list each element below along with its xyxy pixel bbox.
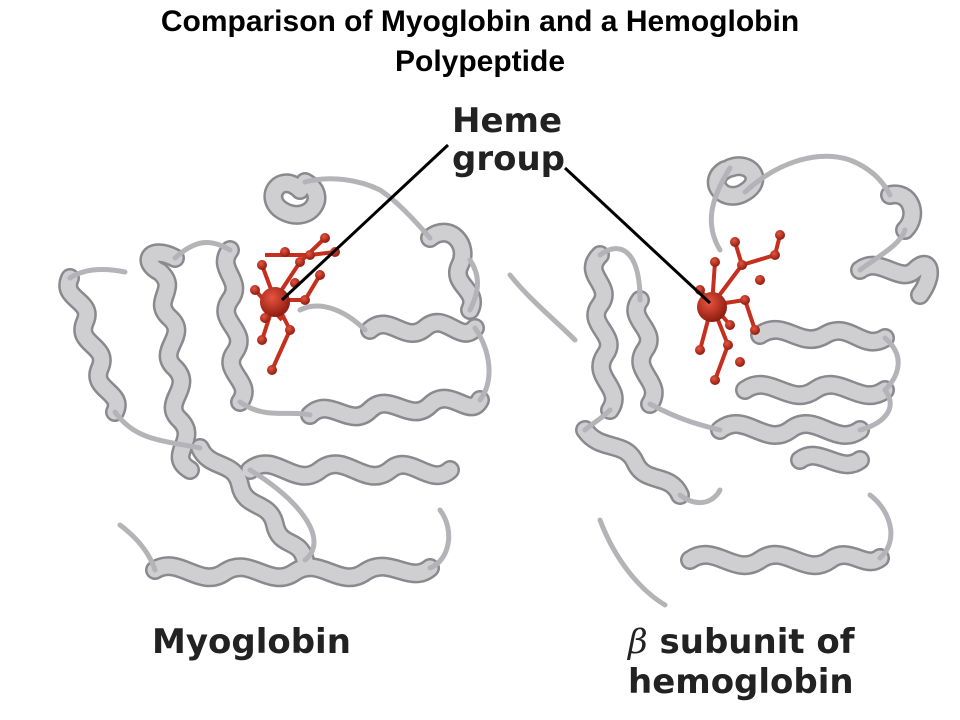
heme-label-line-2: group: [452, 139, 566, 179]
myoglobin-label: Myoglobin: [152, 622, 351, 662]
beta-subunit-label: β subunit of hemoglobin: [628, 622, 855, 702]
beta-heme-group: [695, 230, 785, 385]
heme-group-label: Heme group: [452, 102, 565, 178]
myoglobin-heme-group: [250, 233, 340, 375]
heme-label-line-1: Heme: [452, 101, 563, 141]
beta-subunit-ribbon: [507, 153, 940, 608]
title-line-1: Comparison of Myoglobin and a Hemoglobin: [160, 5, 800, 38]
figure-title: Comparison of Myoglobin and a Hemoglobin…: [0, 2, 960, 82]
title-line-2: Polypeptide: [394, 45, 566, 78]
beta-label-line-2: hemoglobin: [628, 662, 854, 702]
beta-label-line-1: subunit of: [659, 622, 855, 662]
myoglobin-label-text: Myoglobin: [152, 622, 351, 662]
myoglobin-ribbon: [58, 172, 492, 588]
beta-symbol: β: [628, 622, 648, 662]
pointer-line-myoglobin: [280, 143, 450, 302]
pointer-line-beta: [563, 166, 712, 305]
